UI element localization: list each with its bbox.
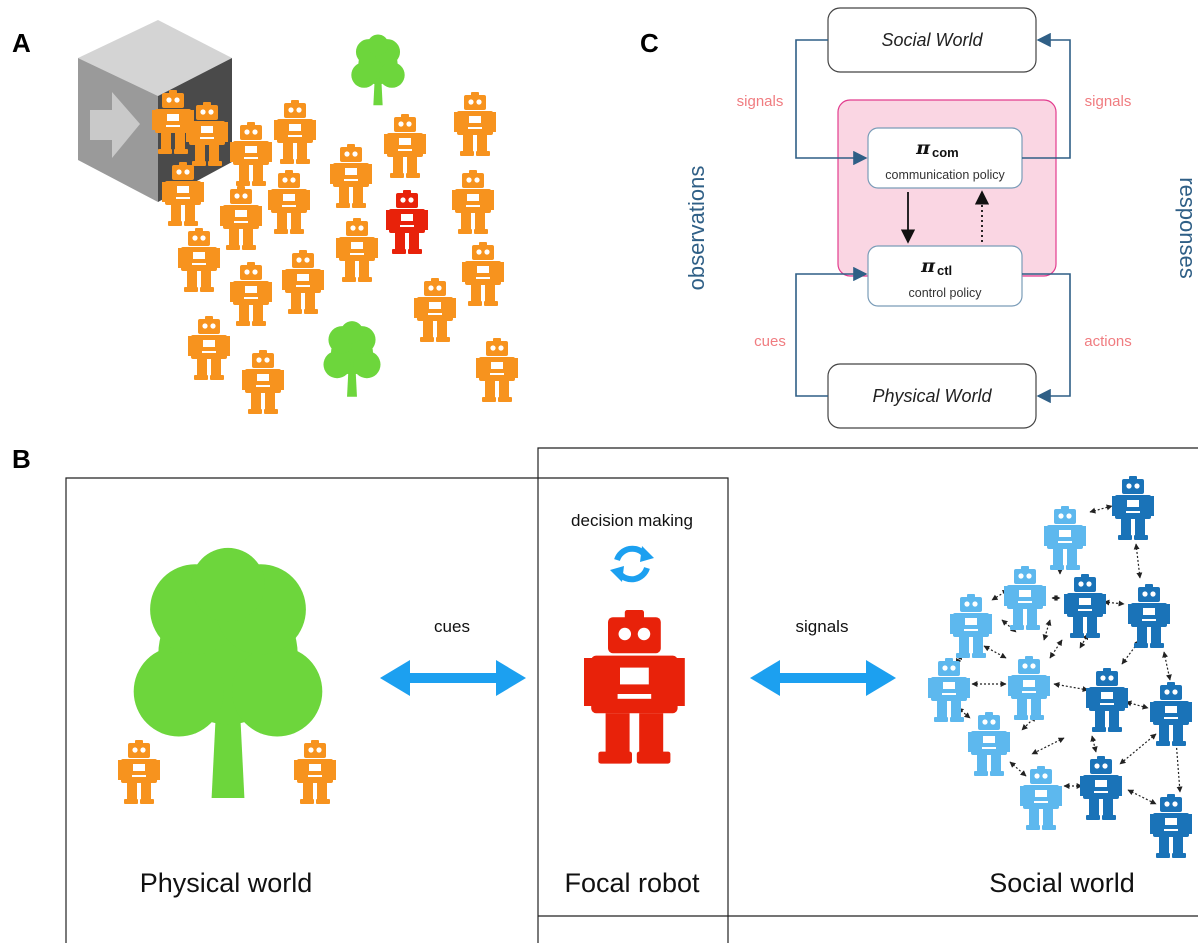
ctl-policy-label: control policy xyxy=(909,286,983,300)
robot-icon xyxy=(928,658,970,722)
focal-robot-icon xyxy=(386,190,428,254)
robot-icon xyxy=(414,278,456,342)
signals-label: signals xyxy=(796,617,849,636)
robot-icon xyxy=(220,186,262,250)
focal-robot-icon xyxy=(584,610,685,764)
com-policy-symbol: π xyxy=(915,137,931,159)
robot-icon xyxy=(294,740,336,804)
social-world-caption: Social world xyxy=(989,868,1135,898)
robot-icon xyxy=(1064,574,1106,638)
robot-icon xyxy=(242,350,284,414)
ctl-policy-box xyxy=(867,245,1023,307)
panel-c: Social World Physical World π com commun… xyxy=(684,7,1198,429)
robot-icon xyxy=(950,594,992,658)
cues-label: cues xyxy=(434,617,470,636)
robot-icon xyxy=(274,100,316,164)
robot-icon xyxy=(1150,794,1192,858)
social-world-label: Social World xyxy=(881,30,983,50)
ctl-policy-symbol: π xyxy=(920,255,936,277)
cycle-icon xyxy=(610,545,654,583)
robot-icon xyxy=(1080,756,1122,820)
robot-icon xyxy=(454,92,496,156)
com-policy-label: communication policy xyxy=(885,168,1005,182)
robot-icon xyxy=(188,316,230,380)
robot-icon xyxy=(1004,566,1046,630)
robot-icon xyxy=(462,242,504,306)
social-robots xyxy=(928,476,1192,858)
physical-frame xyxy=(65,477,729,943)
signals-right-label: signals xyxy=(1085,93,1132,110)
robot-icon xyxy=(1150,682,1192,746)
robot-icon xyxy=(452,170,494,234)
robot-icon xyxy=(230,122,272,186)
signals-double-arrow xyxy=(750,660,896,696)
physical-world-caption: Physical world xyxy=(140,868,313,898)
signals-out-connector xyxy=(1022,32,1071,159)
robot-icon xyxy=(384,114,426,178)
robot-icon xyxy=(230,262,272,326)
panel-letter-a: A xyxy=(12,28,31,58)
cues-connector xyxy=(795,266,868,397)
tree-icon xyxy=(323,321,381,397)
social-frame xyxy=(537,447,1198,943)
responses-label: responses xyxy=(1175,177,1198,279)
focal-robot-caption: Focal robot xyxy=(564,868,700,898)
panel-letter-b: B xyxy=(12,444,31,474)
actions-connector xyxy=(1022,273,1071,404)
robot-icon xyxy=(1112,476,1154,540)
robot-icon xyxy=(336,218,378,282)
robot-icon xyxy=(282,250,324,314)
panel-b: decision making cues signals xyxy=(65,447,1198,943)
robot-icon xyxy=(1086,668,1128,732)
robot-icon xyxy=(1044,506,1086,570)
actions-label: actions xyxy=(1084,333,1132,350)
decision-making-label: decision making xyxy=(571,511,693,530)
robot-icon xyxy=(330,144,372,208)
tree-icon xyxy=(351,34,405,106)
signals-in-connector xyxy=(795,39,868,166)
physical-world-label: Physical World xyxy=(872,386,992,406)
tree-ground-strip xyxy=(212,790,242,798)
cues-double-arrow xyxy=(380,660,526,696)
ctl-policy-subscript: ctl xyxy=(937,263,952,278)
robot-icon xyxy=(968,712,1010,776)
observations-label: observations xyxy=(684,166,709,291)
robot-icon xyxy=(476,338,518,402)
cues-label: cues xyxy=(754,333,786,350)
robot-icon xyxy=(1128,584,1170,648)
robot-icon xyxy=(268,170,310,234)
panel-letter-c: C xyxy=(640,28,659,58)
panel-a xyxy=(78,20,518,414)
signals-left-label: signals xyxy=(737,93,784,110)
robot-icon xyxy=(1008,656,1050,720)
robot-icon xyxy=(178,228,220,292)
com-policy-subscript: com xyxy=(932,145,959,160)
robot-icon xyxy=(118,740,160,804)
